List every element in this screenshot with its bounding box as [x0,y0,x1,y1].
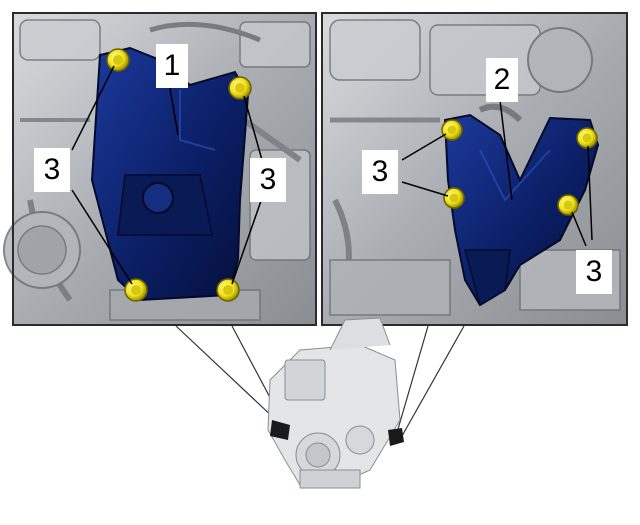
bolt-icon [216,278,240,302]
bolt-icon [441,119,463,141]
bolt-icon [228,76,252,100]
engine-overview [175,317,465,489]
callout-bolt-3-left-panel-left: 3 [34,148,70,192]
callout-bolt-3-left-panel-right: 3 [250,158,286,202]
callout-part-2: 2 [486,58,518,102]
bolt-icon [576,127,598,149]
bolt-icon [443,187,465,209]
bolt-icon [124,278,148,302]
bolt-icon [106,48,130,72]
callout-bolt-3-right-panel-right: 3 [576,250,612,294]
right-leader-lines [401,99,593,247]
callout-part-1: 1 [156,44,188,88]
callout-bolt-3-right-panel-left: 3 [362,150,398,194]
bolt-icon [557,194,579,216]
left-leader-lines [71,65,263,285]
right-panel-frame [321,12,628,326]
left-panel-frame [12,12,317,326]
